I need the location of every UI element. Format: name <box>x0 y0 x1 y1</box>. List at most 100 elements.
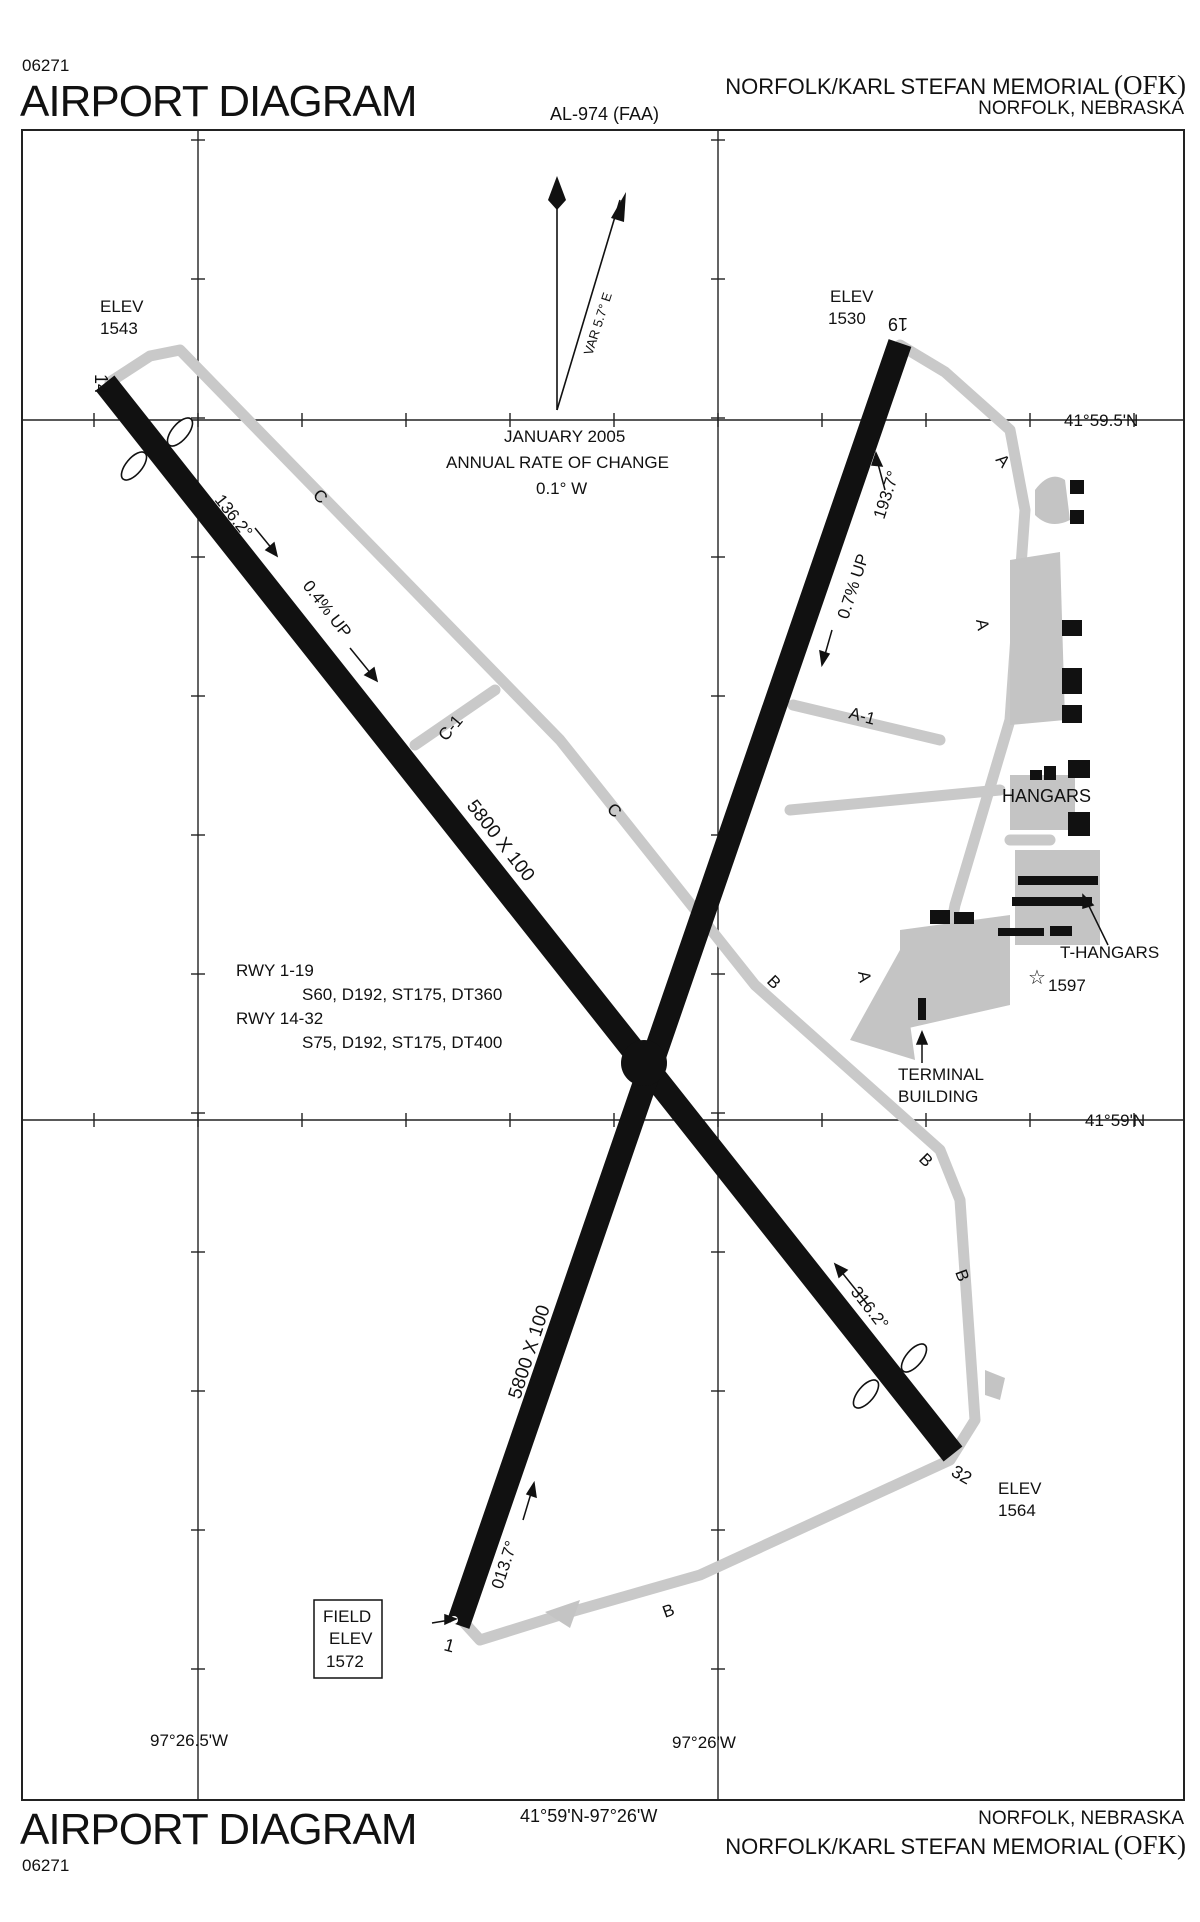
airport-name: NORFOLK/KARL STEFAN MEMORIAL <box>725 74 1110 99</box>
obstacle-elev: 1597 <box>1048 976 1086 995</box>
taxiway-a1-label: A-1 <box>847 704 877 729</box>
strength-rwy2-values: S75, D192, ST175, DT400 <box>302 1033 502 1052</box>
runway-14-32 <box>95 375 963 1462</box>
terminal-building <box>918 998 926 1020</box>
gradient-arrow-line <box>349 647 373 676</box>
rwy32-elev-label: ELEV <box>998 1479 1042 1498</box>
arrow-head-icon <box>444 1613 458 1626</box>
strength-rwy2-label: RWY 14-32 <box>236 1009 323 1028</box>
map-labels: ELEV 1543 ELEV 1530 ELEV 1564 14 19 32 1… <box>91 287 1159 1752</box>
magnetic-north-icon <box>611 192 626 222</box>
building <box>1062 705 1082 723</box>
hangar-building <box>1068 812 1090 836</box>
heading-arrow-line <box>839 1269 869 1306</box>
north-arrows <box>548 176 626 411</box>
footer-airport-ident: (OFK) <box>1114 1830 1186 1860</box>
city-state: NORFOLK, NEBRASKA <box>978 98 1184 119</box>
rate-of-change-value: 0.1° W <box>536 479 587 498</box>
aprons <box>545 476 1100 1628</box>
chart-code-top: 06271 <box>22 56 70 75</box>
magnetic-north-line <box>556 199 621 411</box>
hangar-apron <box>1010 775 1075 830</box>
arrow-head-icon <box>870 450 884 467</box>
taxiway-c1-path <box>409 684 501 751</box>
north-ramp <box>1035 476 1070 524</box>
arrow-head-icon <box>819 649 831 668</box>
obstacle-star-icon: ☆ <box>1028 967 1046 989</box>
t-hangar-row <box>1012 897 1092 906</box>
chart-code-bottom: 06271 <box>22 1856 70 1875</box>
arrow-head-icon <box>264 541 279 558</box>
taxiway-a-label-3: A <box>854 969 875 984</box>
arrow-head-icon <box>363 666 379 683</box>
terminal-ramp <box>850 950 915 1060</box>
runway-1-id: 1 <box>442 1635 457 1657</box>
taxiway-connector-1 <box>784 784 1006 816</box>
footer-title: AIRPORT DIAGRAM <box>20 1805 418 1854</box>
rwy19-heading: 193.7° <box>870 468 903 521</box>
heading-arrows <box>254 450 1109 1626</box>
true-north-icon <box>548 176 566 210</box>
al-number: AL-974 (FAA) <box>550 104 660 124</box>
magnetic-date: JANUARY 2005 <box>504 427 625 446</box>
strength-rwy1-values: S60, D192, ST175, DT360 <box>302 985 502 1004</box>
light-14-a <box>166 417 194 447</box>
field-elev-value: 1572 <box>326 1652 364 1671</box>
arrow-head-icon <box>915 1030 929 1045</box>
rate-of-change-title: ANNUAL RATE OF CHANGE <box>446 453 669 472</box>
grid-ticks <box>93 139 1135 1670</box>
rwy14-elev-label: ELEV <box>100 297 144 316</box>
building <box>1050 926 1072 936</box>
building <box>1044 766 1056 780</box>
page-title: AIRPORT DIAGRAM <box>20 77 418 126</box>
footer-airport-name: NORFOLK/KARL STEFAN MEMORIAL <box>725 1834 1110 1859</box>
taxiway-a-label-2: A <box>972 617 993 632</box>
map-frame <box>21 129 1185 1801</box>
airport-name-block: NORFOLK/KARL STEFAN MEMORIAL (OFK) <box>725 70 1186 101</box>
runway-14-id: 14 <box>91 374 111 394</box>
terminal-apron <box>900 915 1010 1030</box>
taxiway-b-label-2: B <box>915 1149 936 1170</box>
light-14-b <box>120 451 148 481</box>
t-hangars-pointer <box>1086 901 1109 946</box>
t-hangar-row <box>998 928 1044 936</box>
taxiway-a-path <box>894 339 1031 991</box>
building <box>1062 620 1082 636</box>
t-hangar-row <box>1018 876 1098 885</box>
terminal-label-line1: TERMINAL <box>898 1065 984 1084</box>
building <box>1070 510 1084 524</box>
rwy19-elev-value: 1530 <box>828 309 866 328</box>
light-32-a <box>900 1343 928 1373</box>
buildings <box>918 480 1098 1020</box>
runway-1-19 <box>446 339 912 1629</box>
magnetic-variation: VAR 5.7° E <box>581 290 615 357</box>
rwy19-gradient: 0.7% UP <box>834 552 873 622</box>
field-elev-box <box>313 1599 383 1679</box>
north-apron <box>1010 552 1065 725</box>
runway-32-pad <box>985 1370 1005 1400</box>
footer-airport-name-block: NORFOLK/KARL STEFAN MEMORIAL (OFK) <box>725 1830 1186 1861</box>
hangar-building <box>1068 760 1090 778</box>
taxiway-b-label-4: B <box>660 1600 677 1622</box>
runway-intersection <box>621 1040 667 1086</box>
footer-coordinates: 41°59'N-97°26'W <box>520 1806 658 1826</box>
strength-rwy1-label: RWY 1-19 <box>236 961 314 980</box>
field-elev-line1: FIELD <box>323 1607 371 1626</box>
arrow-head-icon <box>525 1480 537 1499</box>
rwy19-elev-label: ELEV <box>830 287 874 306</box>
building <box>1062 668 1082 694</box>
runway-32-id: 32 <box>948 1461 975 1488</box>
airport-ident: (OFK) <box>1114 70 1186 100</box>
hangars-label: HANGARS <box>1002 786 1091 806</box>
building <box>954 912 974 924</box>
lon-left-label: 97°26.5'W <box>150 1731 228 1750</box>
t-hangars-label: T-HANGARS <box>1060 943 1159 962</box>
rwy32-elev-value: 1564 <box>998 1501 1036 1520</box>
light-32-b <box>852 1379 880 1409</box>
building <box>1070 480 1084 494</box>
lon-right-label: 97°26'W <box>672 1733 736 1752</box>
taxiway-a1-path <box>787 699 946 746</box>
terminal-label-line2: BUILDING <box>898 1087 978 1106</box>
field-elev-line2: ELEV <box>329 1629 373 1648</box>
lat-top-label: 41°59.5'N <box>1064 411 1138 430</box>
